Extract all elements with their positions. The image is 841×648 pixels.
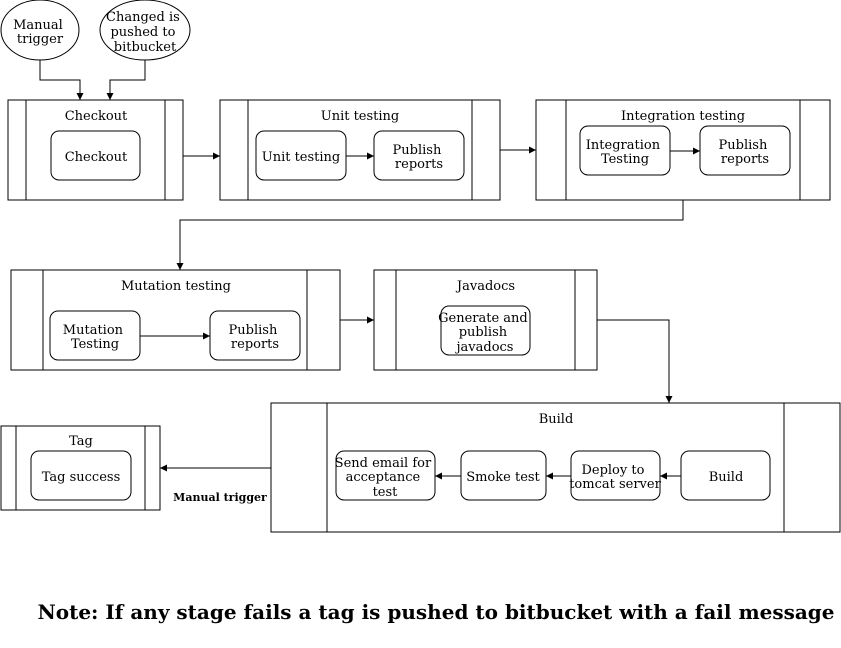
stage-unit-testing: Unit testing Unit testing Publish report… [219, 99, 501, 201]
step-send-email: Send email for acceptance test [335, 456, 436, 500]
step-checkout: Checkout [65, 150, 128, 165]
stage-integration-testing-title: Integration testing [621, 109, 745, 124]
step-unit-testing: Unit testing [262, 150, 341, 165]
manual-trigger-label: Manual trigger [13, 18, 67, 47]
stage-checkout-title: Checkout [65, 109, 128, 124]
step-integration-publish-reports: Publish reports [719, 138, 772, 167]
step-tag-success: Tag success [42, 470, 121, 485]
step-generate-javadocs: Generate and publish javadocs [438, 311, 532, 355]
edge-bitbucket-to-checkout [106, 60, 146, 100]
stage-integration-testing: Integration testing Integration Testing … [535, 99, 831, 201]
edge-javadocs-to-build [597, 319, 673, 403]
step-deploy-tomcat: Deploy to tomcat server [569, 463, 661, 492]
stage-checkout: Checkout Checkout [7, 99, 184, 201]
step-build: Build [709, 470, 744, 485]
stage-mutation-testing: Mutation testing Mutation Testing Publis… [10, 269, 341, 371]
manual-trigger-edge-label: Manual trigger [173, 491, 267, 504]
step-integration-testing: Integration Testing [586, 138, 664, 167]
stage-javadocs-title: Javadocs [455, 279, 515, 294]
step-unit-publish-reports: Publish reports [393, 143, 446, 172]
stage-unit-testing-title: Unit testing [321, 109, 400, 124]
bitbucket-trigger-label: Changed is pushed to bitbucket [106, 10, 184, 55]
edge-manual-to-checkout [39, 60, 84, 100]
footer-note: Note: If any stage fails a tag is pushed… [37, 600, 834, 624]
stage-mutation-testing-title: Mutation testing [121, 279, 231, 294]
stage-tag: Tag Tag success [0, 425, 161, 511]
stage-build: Build Build Deploy to tomcat server Smok… [270, 402, 841, 533]
step-mutation-publish-reports: Publish reports [229, 323, 282, 352]
step-smoke-test: Smoke test [466, 470, 540, 485]
stage-javadocs: Javadocs Generate and publish javadocs [373, 269, 598, 371]
step-mutation-testing: Mutation Testing [63, 323, 127, 352]
stage-tag-title: Tag [69, 434, 93, 449]
stage-build-title: Build [539, 412, 574, 427]
edge-integration-to-mutation [176, 200, 684, 270]
bitbucket-trigger-node: Changed is pushed to bitbucket [99, 0, 191, 61]
manual-trigger-node: Manual trigger [0, 0, 80, 61]
